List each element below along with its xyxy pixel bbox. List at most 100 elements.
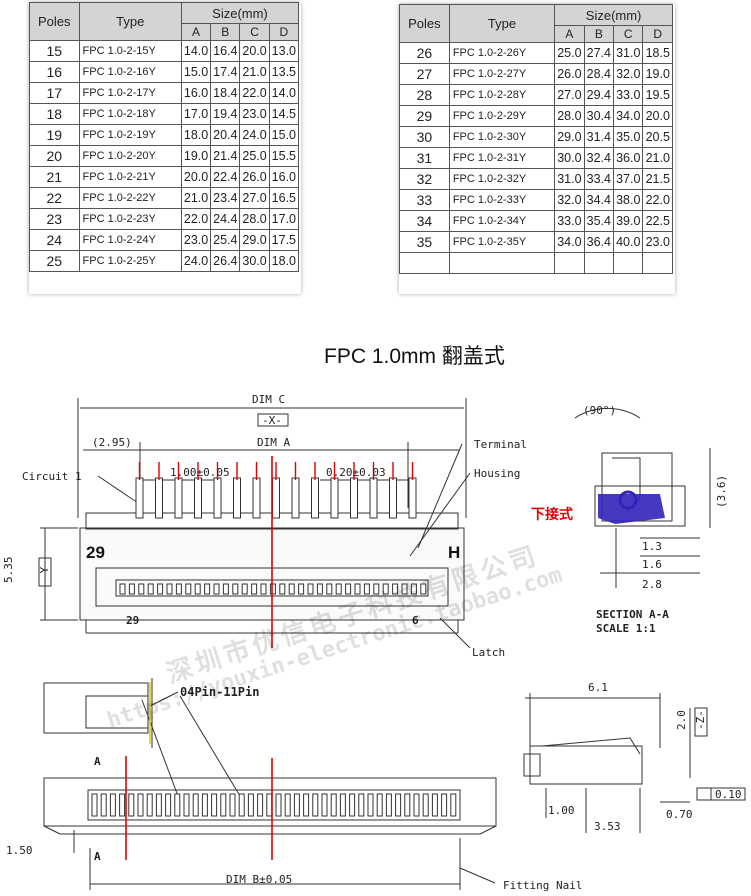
header-c: C <box>613 25 644 43</box>
terminal-pin <box>252 477 261 519</box>
size-d-cell: 16.5 <box>268 187 300 209</box>
poles-cell: 22 <box>29 187 80 209</box>
contact-slot <box>91 793 98 817</box>
poles-cell: 30 <box>399 126 450 148</box>
dim-070-label: 0.70 <box>666 808 693 821</box>
size-a-cell: 34.0 <box>554 231 585 253</box>
poles-cell: 31 <box>399 147 450 169</box>
type-cell: FPC 1.0-2-25Y <box>78 250 182 272</box>
dim-61-label: 6.1 <box>588 681 608 694</box>
terminal-pin <box>233 477 241 519</box>
position-h-label: H <box>448 543 460 562</box>
contact-slot <box>410 583 417 595</box>
size-a-cell: 33.0 <box>554 210 585 232</box>
size-c-cell: 34.0 <box>613 105 644 127</box>
size-d-cell: 23.0 <box>642 231 673 253</box>
dim-100-label: 1.00 <box>548 804 575 817</box>
poles-cell: 34 <box>399 210 450 232</box>
poles-cell: 26 <box>399 42 450 64</box>
size-a-cell: 26.0 <box>554 63 585 85</box>
size-d-cell <box>642 252 673 274</box>
section-label: SECTION A-A <box>596 608 669 621</box>
poles-cell: 21 <box>29 166 80 188</box>
dim-150-label: 1.50 <box>6 844 33 857</box>
type-cell: FPC 1.0-2-32Y <box>448 168 556 190</box>
size-d-cell: 14.0 <box>268 82 300 104</box>
contact-slot <box>293 793 300 817</box>
poles-cell: 32 <box>399 168 450 190</box>
contact-slot <box>213 583 220 595</box>
contact-slot <box>241 583 248 595</box>
contact-slot <box>303 793 310 817</box>
size-b-cell: 21.4 <box>210 145 241 167</box>
size-b-cell: 35.4 <box>583 210 615 232</box>
contact-slot <box>109 793 116 817</box>
scale-label: SCALE 1:1 <box>596 622 656 635</box>
type-cell: FPC 1.0-2-23Y <box>78 208 182 230</box>
contact-slot <box>269 583 276 595</box>
size-c-cell: 24.0 <box>239 124 270 146</box>
size-b-cell: 32.4 <box>583 147 615 169</box>
dim-13-label: 1.3 <box>642 540 662 553</box>
type-cell: FPC 1.0-2-26Y <box>448 42 556 64</box>
size-c-cell: 29.0 <box>239 229 270 251</box>
header-poles: Poles <box>399 4 450 43</box>
header-d: D <box>268 23 300 41</box>
contact-slot <box>238 793 245 817</box>
size-a-cell: 20.0 <box>180 166 212 188</box>
poles-cell: 24 <box>29 229 80 251</box>
size-c-cell <box>613 252 644 274</box>
size-c-cell: 40.0 <box>613 231 644 253</box>
size-a-cell: 30.0 <box>554 147 585 169</box>
terminal-pin <box>389 477 397 519</box>
x-datum-label: -X- <box>262 414 282 427</box>
size-c-cell: 31.0 <box>613 42 644 64</box>
type-cell: FPC 1.0-2-29Y <box>448 105 556 127</box>
contact-slot <box>119 793 126 817</box>
size-d-cell: 22.5 <box>642 210 673 232</box>
contact-slot <box>100 793 107 817</box>
size-b-cell: 16.4 <box>210 40 241 62</box>
size-c-cell: 26.0 <box>239 166 270 188</box>
type-cell: FPC 1.0-2-15Y <box>78 40 182 62</box>
size-a-cell: 17.0 <box>180 103 212 125</box>
contact-slot <box>422 793 429 817</box>
size-a-cell: 29.0 <box>554 126 585 148</box>
pin-range-label: 04Pin-11Pin <box>180 685 259 699</box>
poles-cell <box>399 252 450 274</box>
type-cell: FPC 1.0-2-16Y <box>78 61 182 83</box>
type-cell: FPC 1.0-2-22Y <box>78 187 182 209</box>
size-a-cell: 18.0 <box>180 124 212 146</box>
dim-36-label: (3.6) <box>715 475 728 508</box>
size-b-cell: 34.4 <box>583 189 615 211</box>
dim-535-label: 5.35 <box>2 557 15 584</box>
contact-slot <box>128 793 135 817</box>
type-cell: FPC 1.0-2-24Y <box>78 229 182 251</box>
poles-cell: 18 <box>29 103 80 125</box>
contact-slot <box>204 583 211 595</box>
size-b-cell: 29.4 <box>583 84 615 106</box>
poles-cell: 35 <box>399 231 450 253</box>
size-b-cell: 31.4 <box>583 126 615 148</box>
terminal-pin <box>330 477 339 519</box>
size-d-cell: 19.0 <box>642 63 673 85</box>
size-b-cell: 26.4 <box>210 250 241 272</box>
contact-slot <box>165 793 172 817</box>
contact-slot <box>194 583 201 595</box>
size-a-cell: 31.0 <box>554 168 585 190</box>
size-a-cell: 21.0 <box>180 187 212 209</box>
contact-slot <box>413 793 420 817</box>
size-a-cell: 27.0 <box>554 84 585 106</box>
size-b-cell: 23.4 <box>210 187 241 209</box>
type-cell: FPC 1.0-2-31Y <box>448 147 556 169</box>
size-c-cell: 22.0 <box>239 82 270 104</box>
